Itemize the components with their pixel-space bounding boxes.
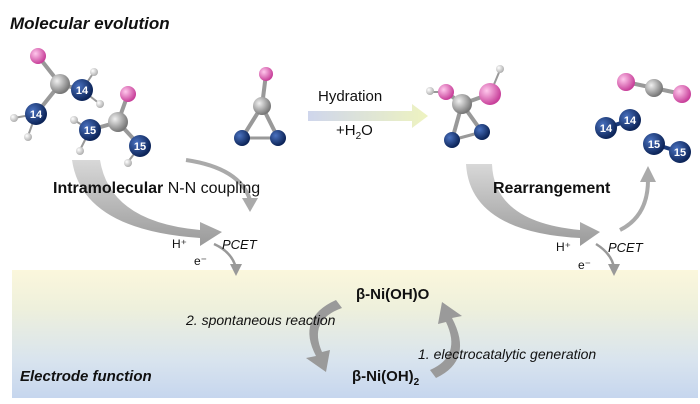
- water-label-tail: O: [361, 122, 373, 139]
- electron-label-right: e⁻: [578, 258, 592, 272]
- isotope-label: 15: [674, 147, 686, 159]
- nitrogen-atom: [129, 135, 151, 157]
- spontaneous-reaction-label: 2. spontaneous reaction: [186, 312, 336, 328]
- coupling-return-arrow: [185, 158, 252, 201]
- carbon-atom: [645, 79, 663, 97]
- hydration-arrow: [308, 104, 428, 128]
- isotope-label: 15: [84, 125, 96, 137]
- carbon-atom: [253, 97, 271, 115]
- nitrogen-atom: [79, 119, 101, 141]
- carbon-atom: [452, 94, 472, 114]
- oxygen-atom: [479, 83, 501, 105]
- hydrogen-atom: [90, 68, 98, 76]
- nitrogen-atom: [669, 141, 691, 163]
- oxygen-atom: [438, 84, 454, 100]
- pcet-label-right: PCET: [608, 240, 643, 255]
- isotope-label: 15: [648, 139, 660, 151]
- hydrogen-atom: [426, 87, 434, 95]
- coupling-curved-arrow: [72, 160, 222, 246]
- oxygen-atom: [30, 48, 46, 64]
- hydrogen-atom: [24, 133, 32, 141]
- oxygen-atom: [259, 67, 273, 81]
- species-beta-nioh2-sub: 2: [413, 377, 420, 388]
- rearrangement-curved-arrow: [466, 164, 600, 246]
- species-beta-nioh2: β-Ni(OH)2: [352, 368, 419, 388]
- section-title-electrode: Electrode function: [20, 368, 152, 385]
- carbon-atom: [108, 112, 128, 132]
- proton-label-right: H⁺: [556, 240, 571, 254]
- nitrogen-atom: [474, 124, 490, 140]
- isotope-label: 15: [134, 141, 146, 153]
- hydrogen-atom: [496, 65, 504, 73]
- coupling-label-rest: N-N coupling: [163, 180, 261, 197]
- rearrangement-up-arrowhead: [640, 166, 656, 182]
- carbon-atom: [50, 74, 70, 94]
- nitrogen-atom: [25, 103, 47, 125]
- isotope-label: 14: [76, 85, 89, 97]
- electron-label-left: e⁻: [194, 254, 208, 268]
- nitrogen-atom: [643, 133, 665, 155]
- electrocatalytic-cycle-arrow: [430, 302, 462, 378]
- proton-label-left: H⁺: [172, 237, 187, 251]
- oxygen-atom: [617, 73, 635, 91]
- rearrangement-label: Rearrangement: [493, 180, 611, 197]
- electrode-panel: [12, 270, 698, 398]
- section-title-molecular: Molecular evolution: [10, 14, 170, 33]
- hydrogen-atom: [124, 159, 132, 167]
- hydrogen-atom: [10, 114, 18, 122]
- nitrogen-atom: [444, 132, 460, 148]
- oxygen-atom: [673, 85, 691, 103]
- nitrogen-atom: [234, 130, 250, 146]
- isotope-label: 14: [30, 109, 43, 121]
- hydrogen-atom: [76, 147, 84, 155]
- pcet-label-left: PCET: [222, 237, 257, 252]
- hydrogen-atom: [70, 116, 78, 124]
- isotope-label: 14: [624, 115, 637, 127]
- rearrangement-up-arrow: [619, 179, 650, 232]
- water-label-sub: 2: [355, 131, 362, 142]
- nitrogen-atom: [71, 79, 93, 101]
- water-label: +H2O: [336, 122, 373, 142]
- pcet-arrowhead-right: [608, 264, 620, 276]
- coupling-label-bold: Intramolecular: [53, 180, 164, 197]
- hydrogen-atom: [96, 100, 104, 108]
- nitrogen-atom: [270, 130, 286, 146]
- water-label-plus: +H: [336, 122, 356, 139]
- nitrogen-atom: [619, 109, 641, 131]
- coupling-return-arrowhead: [242, 198, 258, 212]
- oxygen-atom: [120, 86, 136, 102]
- coupling-label: Intramolecular N-N coupling: [53, 180, 260, 198]
- electrocatalytic-generation-label: 1. electrocatalytic generation: [418, 346, 597, 362]
- spontaneous-cycle-arrow: [306, 300, 342, 372]
- pcet-arrowhead-left: [230, 264, 242, 276]
- isotope-label: 14: [600, 123, 613, 135]
- species-beta-nioh2-main: β-Ni(OH): [352, 368, 414, 385]
- hydration-label: Hydration: [318, 88, 383, 105]
- nitrogen-atom: [595, 117, 617, 139]
- species-beta-nioho: β-Ni(OH)O: [356, 286, 430, 303]
